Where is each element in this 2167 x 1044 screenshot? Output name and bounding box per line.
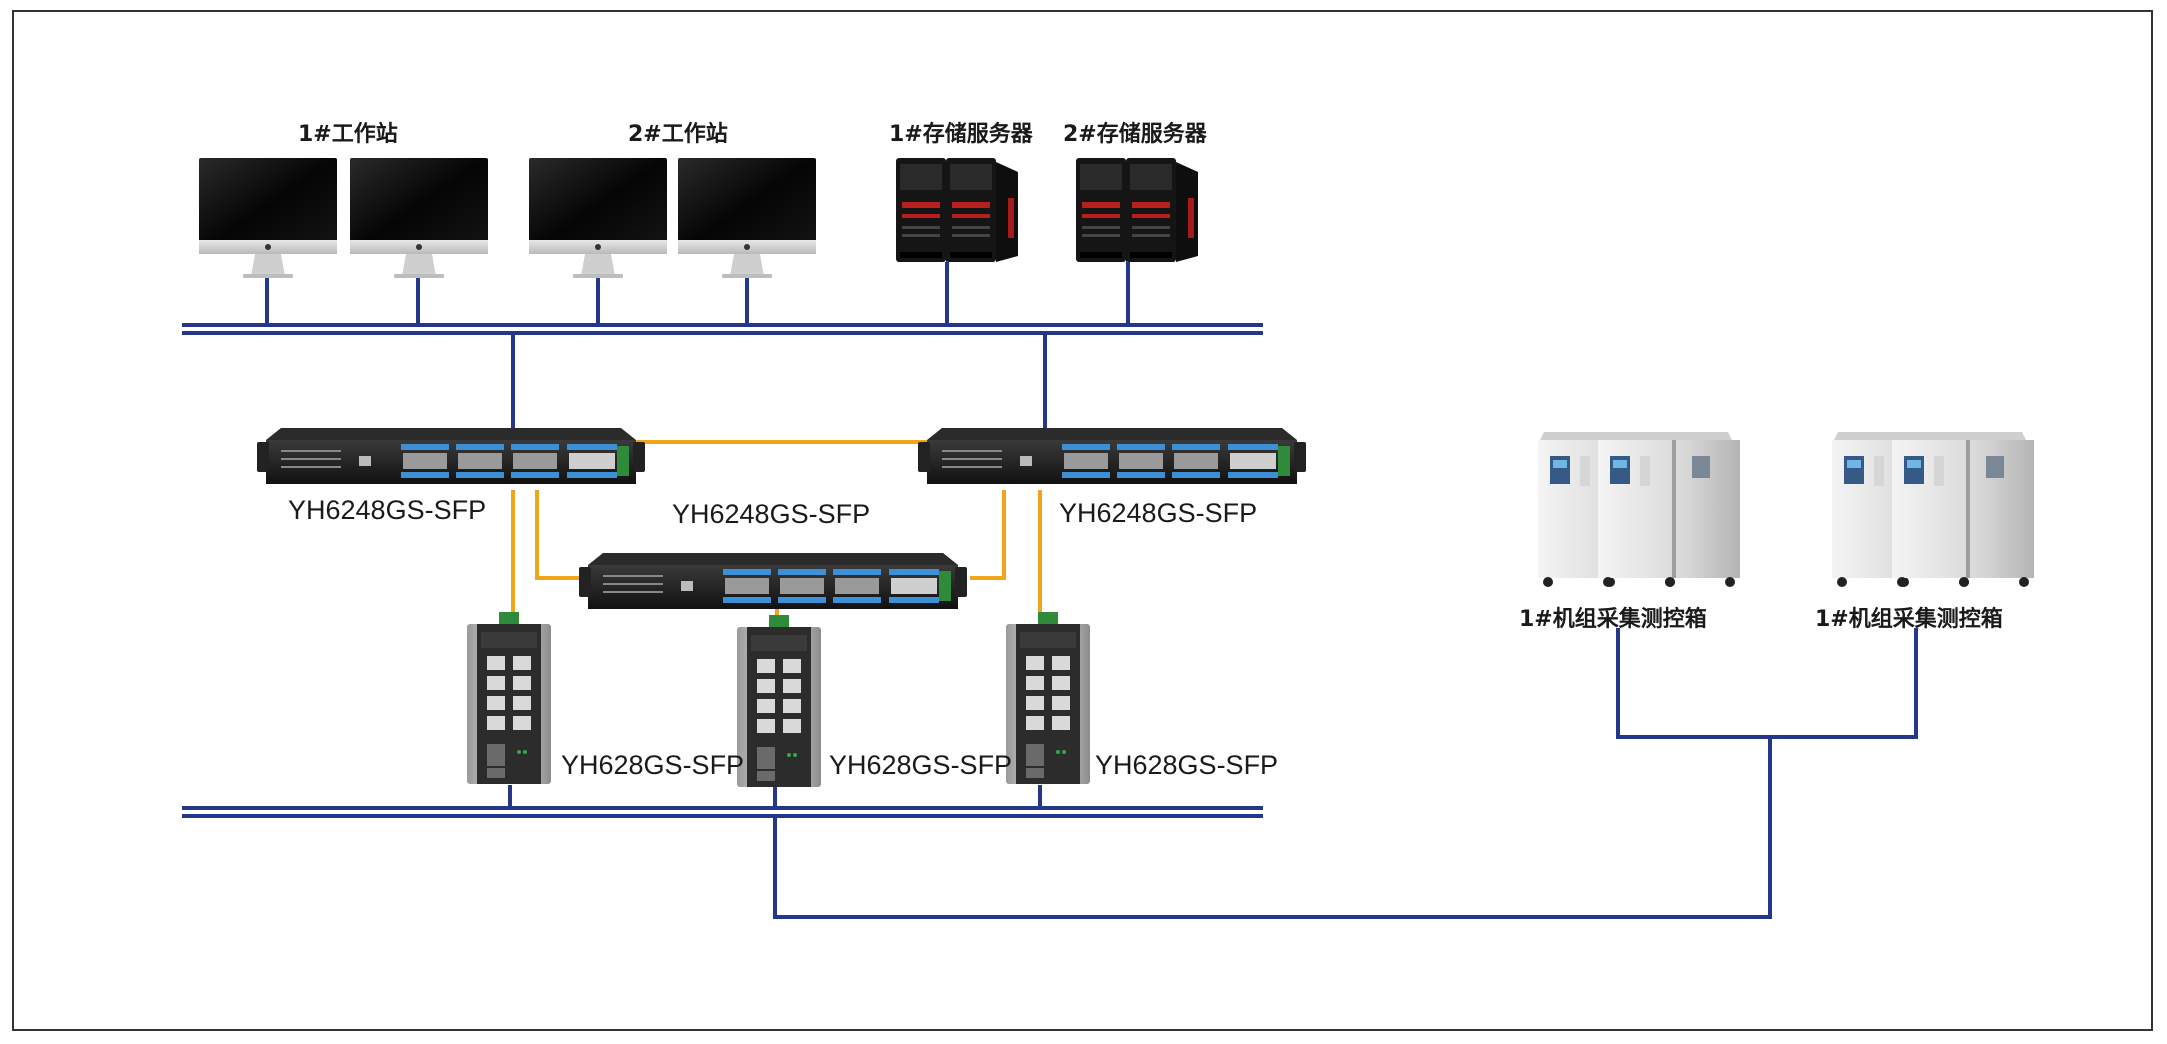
storage-server-2 [1076, 158, 1198, 262]
tower-server-icon [946, 158, 1018, 262]
core-switch-left [257, 428, 645, 484]
fiber-core-right-core-mid [970, 490, 1006, 580]
workstation-group-1 [199, 158, 488, 278]
link-cabinets-tee [1616, 628, 1918, 739]
edge-switch-1 [467, 612, 551, 784]
core-switch-right [918, 428, 1306, 484]
imac-monitor-icon [678, 158, 816, 278]
copper-links [265, 262, 1918, 919]
fiber-core-left-core-mid [535, 490, 593, 580]
core-switch-middle [579, 553, 967, 609]
label-control-box-2: 1#机组采集测控箱 [1815, 607, 2003, 632]
label-storage-server-2: 2#存储服务器 [1063, 122, 1207, 147]
storage-server-1 [896, 158, 1018, 262]
label-core-switch-left: YH6248GS-SFP [288, 495, 487, 525]
link-bus-to-cabinets [773, 737, 1772, 919]
control-box-2 [1832, 432, 2034, 587]
label-storage-server-1: 1#存储服务器 [889, 122, 1033, 147]
imac-monitor-icon [199, 158, 337, 278]
label-control-box-1: 1#机组采集测控箱 [1519, 607, 1707, 632]
label-workstation-1: 1#工作站 [298, 122, 398, 147]
edge-switch-2 [737, 615, 821, 787]
label-edge-switch-3: YH628GS-SFP [1095, 750, 1279, 780]
imac-monitor-icon [529, 158, 667, 278]
bus-top [182, 323, 1263, 335]
control-cabinet-icon [1892, 432, 2034, 587]
label-edge-switch-2: YH628GS-SFP [829, 750, 1013, 780]
bus-bottom [182, 806, 1263, 818]
control-cabinet-icon [1598, 432, 1740, 587]
edge-switch-3 [1006, 612, 1090, 784]
tower-server-icon [1126, 158, 1198, 262]
label-core-switch-middle: YH6248GS-SFP [672, 499, 871, 529]
diagram-frame [12, 10, 2153, 1031]
workstation-group-2 [529, 158, 816, 278]
label-edge-switch-1: YH628GS-SFP [561, 750, 745, 780]
imac-monitor-icon [350, 158, 488, 278]
control-box-1 [1538, 432, 1740, 587]
label-workstation-2: 2#工作站 [628, 122, 728, 147]
label-core-switch-right: YH6248GS-SFP [1059, 498, 1258, 528]
